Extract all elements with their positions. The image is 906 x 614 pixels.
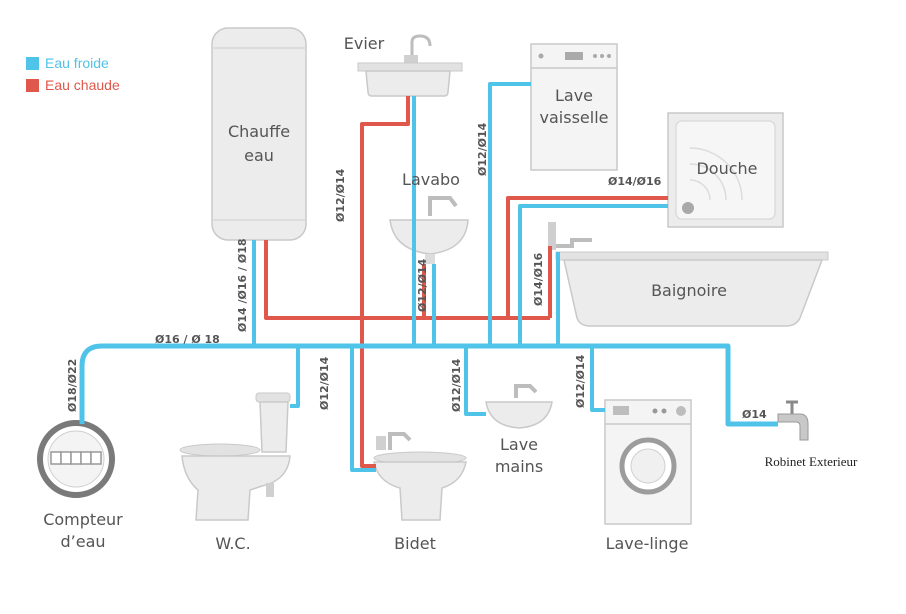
- cold-pipe-lave-linge: [590, 346, 605, 412]
- diameter-douche: Ø14/Ø16: [608, 175, 662, 188]
- label-lave-linge: Lave-linge: [606, 534, 689, 553]
- label-robinet-exterieur: Robinet Exterieur: [765, 454, 858, 469]
- diameter-lave-linge: Ø12/Ø14: [574, 354, 587, 408]
- hot-pipe-heater-manifold: [264, 240, 550, 320]
- cold-pipe-douche: [518, 204, 668, 346]
- toilet: [179, 392, 291, 521]
- diameter-evier: Ø12/Ø14: [334, 168, 347, 222]
- cold-pipe-lave-mains: [464, 346, 486, 416]
- outdoor-tap: [777, 400, 809, 441]
- hand-basin: [485, 384, 553, 429]
- label-wc: W.C.: [215, 534, 250, 553]
- legend-item-hot: Eau chaude: [26, 74, 120, 96]
- water-heater: [211, 27, 307, 241]
- cold-pipe-wc: [290, 346, 300, 408]
- legend-swatch-cold: [26, 56, 39, 70]
- diameter-robinet: Ø14: [742, 408, 767, 421]
- diameter-lave-mains: Ø12/Ø14: [450, 358, 463, 412]
- label-baignoire: Baignoire: [651, 281, 727, 300]
- legend-swatch-hot: [26, 78, 39, 92]
- diameter-baignoire: Ø14/Ø16: [532, 252, 545, 306]
- bathtub: [548, 222, 829, 327]
- legend: Eau froide Eau chaude: [26, 52, 120, 96]
- legend-item-cold: Eau froide: [26, 52, 120, 74]
- hot-water-pipes: [264, 96, 668, 468]
- label-lavabo: Lavabo: [402, 170, 460, 189]
- diameter-wc: Ø12/Ø14: [318, 356, 331, 410]
- label-bidet: Bidet: [394, 534, 436, 553]
- label-evier: Evier: [344, 34, 385, 53]
- diameter-meter-riser: Ø18/Ø22: [66, 359, 79, 412]
- legend-label-cold: Eau froide: [45, 55, 109, 71]
- cold-water-pipes: [79, 82, 778, 472]
- bidet: [373, 432, 467, 521]
- kitchen-sink: [357, 34, 463, 97]
- shower: [667, 112, 784, 228]
- dishwasher: [530, 43, 618, 171]
- legend-label-hot: Eau chaude: [45, 77, 120, 93]
- washing-machine: [604, 399, 692, 525]
- hot-pipe-douche: [506, 196, 668, 318]
- washbasin: [389, 196, 469, 264]
- label-douche: Douche: [696, 159, 757, 178]
- cold-pipe-lave-vaisselle: [488, 82, 531, 346]
- hot-pipe-evier-bidet: [360, 96, 410, 468]
- diameter-lavabo: Ø12/Ø14: [416, 258, 429, 312]
- diameter-heater-feed: Ø14 /Ø16 / Ø18: [236, 239, 249, 333]
- diameter-lave-vaisselle: Ø12/Ø14: [476, 122, 489, 176]
- cold-pipe-bidet: [350, 346, 376, 472]
- water-meter: [37, 420, 115, 498]
- diameter-main-line: Ø16 / Ø 18: [155, 333, 220, 346]
